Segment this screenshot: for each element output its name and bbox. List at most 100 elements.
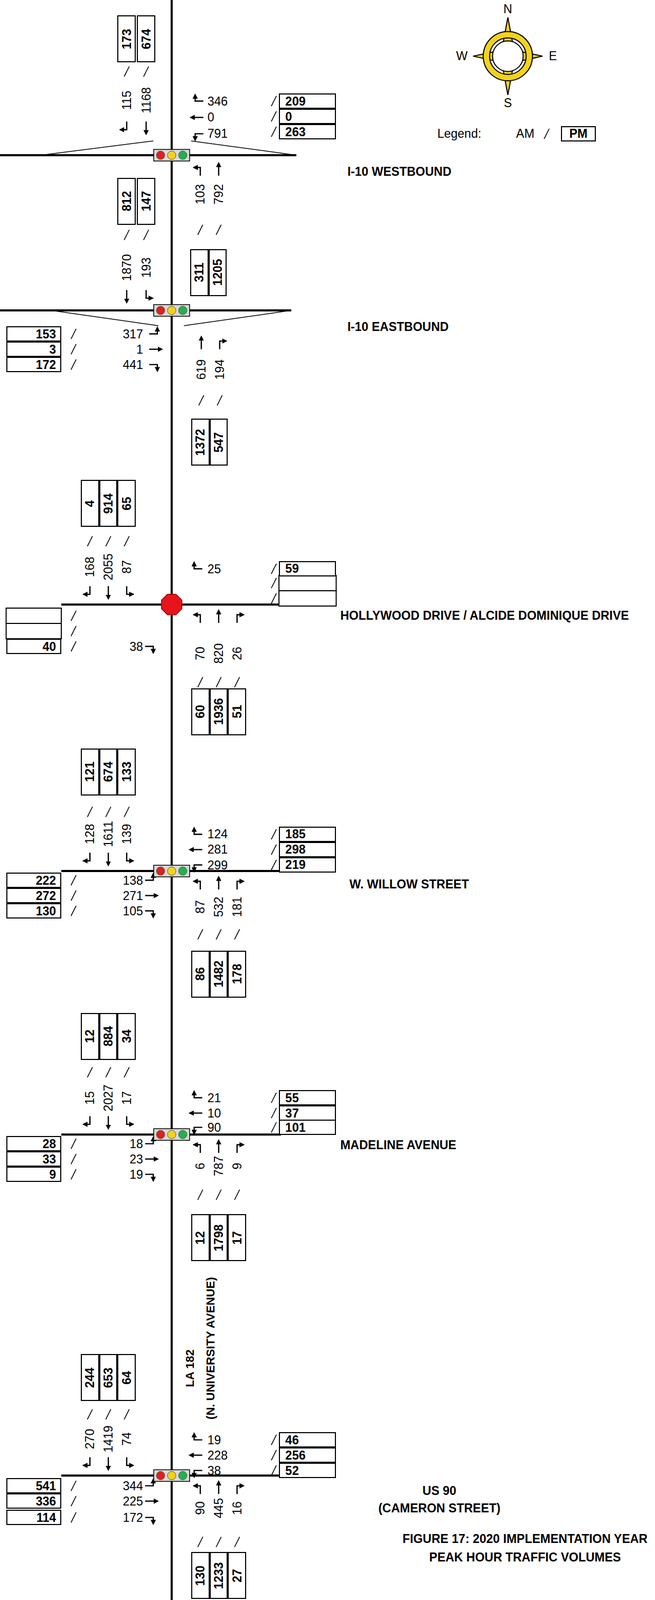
empty-volume-box	[6, 608, 62, 624]
signal-lamp	[167, 1130, 176, 1140]
volume-label: 441	[122, 358, 143, 371]
movement-arrow	[126, 586, 134, 595]
am-pm-separator	[271, 593, 277, 604]
pm-volume-box: 153	[6, 326, 62, 342]
street-name: US 90	[422, 1485, 457, 1499]
pm-volume: 256	[285, 1449, 306, 1463]
signal-housing	[153, 1129, 190, 1141]
signal-lamp	[156, 867, 165, 876]
volume-label: 225	[122, 1495, 143, 1509]
pm-volume: 46	[285, 1434, 299, 1447]
pm-volume: 884	[102, 1026, 115, 1047]
am-pm-separator	[70, 1139, 77, 1150]
pm-volume-box: 33	[6, 1152, 62, 1168]
am-pm-separator	[271, 1451, 277, 1462]
street-name: I-10 EASTBOUND	[347, 321, 449, 334]
pm-volume-box: 541	[6, 1479, 62, 1495]
pm-volume: 0	[285, 110, 293, 123]
am-pm-separator	[198, 395, 204, 406]
am-pm-separator	[105, 807, 111, 818]
pm-volume: 12	[194, 1231, 207, 1246]
compass-rose	[473, 17, 544, 96]
pm-volume-box: 17	[227, 1214, 247, 1262]
pm-volume: 653	[102, 1368, 115, 1389]
am-pm-separator	[124, 229, 130, 240]
am-pm-separator	[197, 929, 203, 940]
volume-label: 1611	[102, 821, 115, 848]
volume-label: 90	[194, 1502, 207, 1517]
pm-volume: 55	[285, 1092, 299, 1105]
am-pm-separator	[544, 128, 550, 139]
pm-volume: 64	[120, 1371, 133, 1386]
street-name: W. WILLOW STREET	[349, 878, 470, 892]
movement-arrow	[194, 1092, 203, 1099]
movement-arrow	[190, 849, 203, 851]
pm-volume: 222	[35, 874, 56, 887]
ramp-flare	[191, 141, 297, 156]
volume-label: 90	[207, 1121, 222, 1135]
volume-label: 532	[212, 897, 225, 918]
movement-arrow	[83, 1116, 91, 1125]
pm-volume-box: 55	[278, 1090, 336, 1107]
signal-housing	[153, 865, 190, 878]
pm-volume-box: 178	[227, 951, 247, 999]
pm-volume-box: 52	[278, 1463, 336, 1480]
pm-volume: 59	[285, 563, 299, 576]
am-pm-separator	[70, 641, 77, 652]
pm-volume-box: 547	[209, 418, 229, 466]
pm-volume-box: 64	[117, 1354, 136, 1402]
volume-label: 271	[122, 890, 143, 903]
pm-volume: 65	[120, 497, 133, 511]
am-pm-separator	[105, 1410, 111, 1421]
am-pm-separator	[234, 1537, 240, 1548]
pm-volume: 914	[102, 493, 115, 514]
pm-volume: 114	[36, 1512, 56, 1525]
pm-volume-box: 130	[191, 1552, 210, 1600]
signal-lamp	[167, 1472, 176, 1481]
am-pm-separator	[70, 1496, 77, 1508]
movement-arrow	[145, 1138, 154, 1145]
movement-arrow	[194, 615, 201, 624]
volume-label: 38	[129, 640, 144, 653]
am-pm-separator	[197, 1537, 203, 1548]
pm-volume-box: 147	[136, 178, 156, 226]
volume-label: 820	[212, 643, 225, 664]
volume-label: 124	[207, 828, 228, 841]
am-pm-separator	[271, 1123, 277, 1134]
pm-volume-box: 3	[6, 341, 62, 358]
pm-volume-box: 884	[99, 1013, 118, 1061]
pm-volume-box: 173	[117, 15, 136, 63]
am-pm-separator	[87, 1410, 93, 1421]
am-pm-separator	[216, 677, 222, 688]
pm-volume-box: 12	[191, 1214, 210, 1262]
movement-arrow	[148, 365, 157, 372]
pm-volume-box: 1372	[191, 418, 210, 466]
street-name: LA 182	[184, 1350, 196, 1389]
volume-label: 105	[122, 905, 143, 918]
volume-label: S	[503, 97, 512, 110]
pm-volume-box: 914	[99, 480, 118, 528]
movement-arrow	[145, 1518, 154, 1525]
movement-arrow	[148, 348, 162, 350]
pm-volume: 209	[285, 95, 306, 108]
street-name: I-10 WESTBOUND	[347, 165, 452, 178]
volume-label: 2055	[102, 553, 115, 581]
traffic-signal	[153, 1129, 190, 1141]
movement-arrow	[148, 328, 157, 335]
movement-arrow	[237, 881, 244, 890]
movement-arrow	[194, 133, 203, 140]
legend-text: AM	[516, 127, 535, 140]
volume-label: 787	[212, 1156, 225, 1177]
am-pm-separator	[105, 536, 111, 547]
pm-volume: 17	[230, 1231, 243, 1246]
movement-arrow	[200, 337, 202, 350]
volume-label: 128	[83, 824, 97, 845]
movement-arrow	[120, 121, 127, 130]
pm-volume-box: 311	[190, 249, 209, 297]
movement-arrow	[218, 1141, 220, 1154]
pm-volume: 336	[35, 1495, 56, 1509]
compass-center	[492, 40, 523, 72]
volume-label: 228	[207, 1449, 228, 1463]
am-pm-separator	[216, 1190, 222, 1201]
pm-volume: 263	[285, 125, 306, 138]
